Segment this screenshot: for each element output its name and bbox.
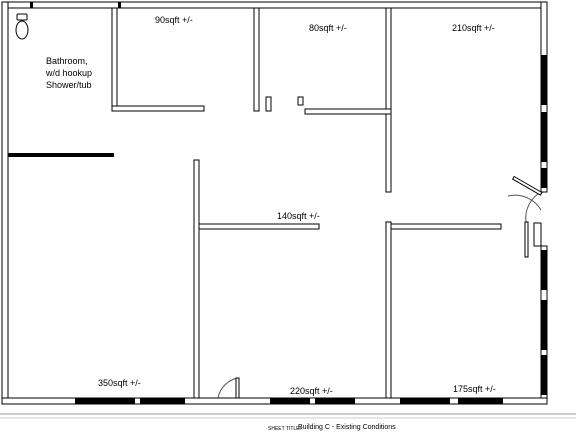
wall-stub (265, 96, 272, 112)
sheet-title: Building C - Existing Conditions (298, 424, 396, 431)
window (75, 398, 135, 404)
wall-140-bottom (198, 223, 320, 230)
room-350-label: 350sqft +/- (98, 378, 141, 388)
room-220-label: 220sqft +/- (290, 386, 333, 396)
window (140, 398, 185, 404)
wall-80-bottom (304, 108, 392, 115)
door-leaf (235, 377, 240, 399)
window (458, 398, 503, 404)
door-leaf (511, 175, 543, 196)
window (30, 2, 33, 8)
wall-220-175-divider (385, 221, 392, 399)
window (400, 398, 450, 404)
window (541, 168, 547, 188)
window (541, 55, 547, 105)
wall-90-right (253, 7, 260, 112)
bathroom-label-line1: Bathroom, (46, 56, 88, 66)
wall-175-top (390, 223, 502, 230)
wall-350-right (193, 159, 200, 399)
window (541, 300, 547, 350)
window (541, 250, 547, 290)
door-swing-arc (217, 377, 239, 399)
wall-90-bottom (111, 105, 205, 112)
room-90-label: 90sqft +/- (155, 15, 193, 25)
sheet-title-label: SHEET TITLE: (268, 426, 301, 432)
room-210-label: 210sqft +/- (452, 23, 495, 33)
window (541, 355, 547, 395)
window (541, 112, 547, 162)
bathroom-label-line3: Shower/tub (46, 80, 92, 90)
bathroom-label-line2: w/d hookup (45, 68, 92, 78)
exterior-wall-left (1, 1, 9, 405)
room-labels: Bathroom, w/d hookup Shower/tub 90sqft +… (45, 15, 496, 396)
room-140-label: 140sqft +/- (277, 211, 320, 221)
door-leaf (524, 221, 529, 258)
title-block: SHEET TITLE: Building C - Existing Condi… (0, 413, 576, 432)
room-175-label: 175sqft +/- (453, 384, 496, 394)
exterior-wall-top (1, 1, 548, 9)
window (118, 2, 121, 8)
wall-stub (297, 96, 304, 106)
window (270, 398, 310, 404)
wall-stub (533, 222, 542, 247)
doors (217, 175, 543, 399)
wall-bathroom-bottom (8, 153, 114, 157)
wall-bathroom-right (111, 7, 118, 109)
room-80-label: 80sqft +/- (309, 23, 347, 33)
wall-80-right (385, 7, 392, 193)
toilet-icon (15, 13, 29, 40)
interior-walls (8, 7, 542, 399)
window (315, 398, 355, 404)
windows (30, 2, 547, 404)
door-swing-arc (507, 194, 542, 211)
